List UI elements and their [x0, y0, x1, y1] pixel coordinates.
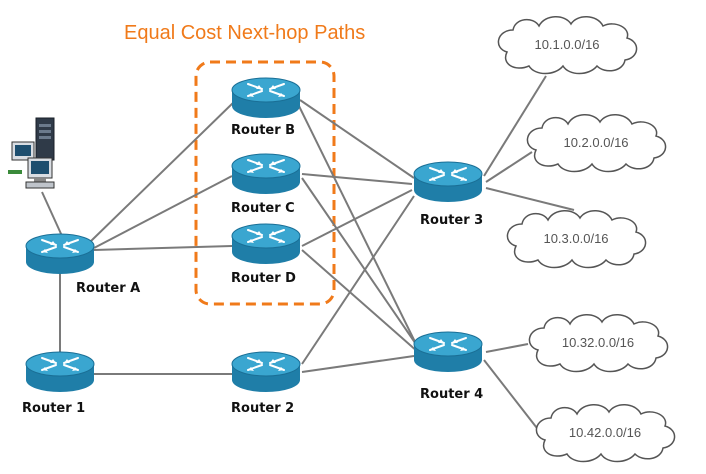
- network-cloud-10-32: 10.32.0.0/16: [528, 313, 669, 373]
- link-router-a-router-c: [93, 175, 233, 249]
- network-cloud-10-1: 10.1.0.0/16: [497, 15, 638, 75]
- diagram-title: Equal Cost Next-hop Paths: [124, 22, 365, 44]
- router-1-label: Router 1: [22, 401, 85, 416]
- router-icon: [231, 351, 301, 393]
- router-c-label: Router C: [231, 201, 295, 216]
- router-d[interactable]: Router D: [231, 223, 301, 286]
- link-router-c-router-4: [301, 177, 421, 351]
- link-router-3-net-1: [483, 75, 547, 177]
- router-d-label: Router D: [231, 271, 296, 286]
- router-icon: [413, 331, 483, 373]
- router-2-label: Router 2: [231, 401, 294, 416]
- router-icon: [25, 233, 95, 275]
- link-router-b-router-4: [297, 103, 419, 349]
- link-router-d-router-3: [301, 189, 413, 247]
- router-icon: [231, 223, 301, 265]
- links: [41, 75, 575, 433]
- network-cloud-10-42: 10.42.0.0/16: [535, 403, 676, 463]
- network-label-10-1: 10.1.0.0/16: [534, 37, 599, 52]
- link-router-a-router-b: [89, 99, 237, 243]
- network-cloud-10-2: 10.2.0.0/16: [526, 113, 667, 173]
- link-router-3-net-3: [485, 187, 575, 211]
- link-router-d-router-4: [301, 249, 419, 353]
- network-label-10-42: 10.42.0.0/16: [569, 425, 641, 440]
- link-router-3-net-2: [485, 151, 533, 183]
- router-c[interactable]: Router C: [231, 153, 301, 216]
- router-3[interactable]: Router 3: [413, 161, 483, 228]
- router-3-label: Router 3: [420, 213, 483, 228]
- workstation-server-icon: [8, 117, 55, 189]
- network-label-10-32: 10.32.0.0/16: [562, 335, 634, 350]
- link-router-c-router-3: [301, 173, 413, 185]
- router-b-label: Router B: [231, 123, 295, 138]
- router-icon: [25, 351, 95, 393]
- router-icon: [413, 161, 483, 203]
- router-1[interactable]: Router 1: [22, 351, 95, 416]
- router-a[interactable]: Router A: [25, 233, 140, 296]
- network-label-10-2: 10.2.0.0/16: [563, 135, 628, 150]
- router-2[interactable]: Router 2: [231, 351, 301, 416]
- router-b[interactable]: Router B: [231, 77, 301, 138]
- router-4-label: Router 4: [420, 387, 483, 402]
- network-label-10-3: 10.3.0.0/16: [543, 231, 608, 246]
- router-a-label: Router A: [76, 281, 140, 296]
- router-icon: [231, 77, 301, 119]
- link-router-a-router-d: [93, 245, 233, 251]
- network-cloud-10-3: 10.3.0.0/16: [506, 209, 647, 269]
- link-workstation-router-a: [41, 191, 63, 237]
- router-icon: [231, 153, 301, 195]
- link-router-4-net-42: [483, 359, 541, 433]
- link-router-2-router-3: [301, 195, 415, 365]
- router-4[interactable]: Router 4: [413, 331, 483, 402]
- equal-cost-group-box: [194, 60, 336, 306]
- link-router-4-net-32: [485, 343, 529, 353]
- link-router-2-router-4: [301, 355, 415, 373]
- link-router-b-router-3: [299, 99, 415, 179]
